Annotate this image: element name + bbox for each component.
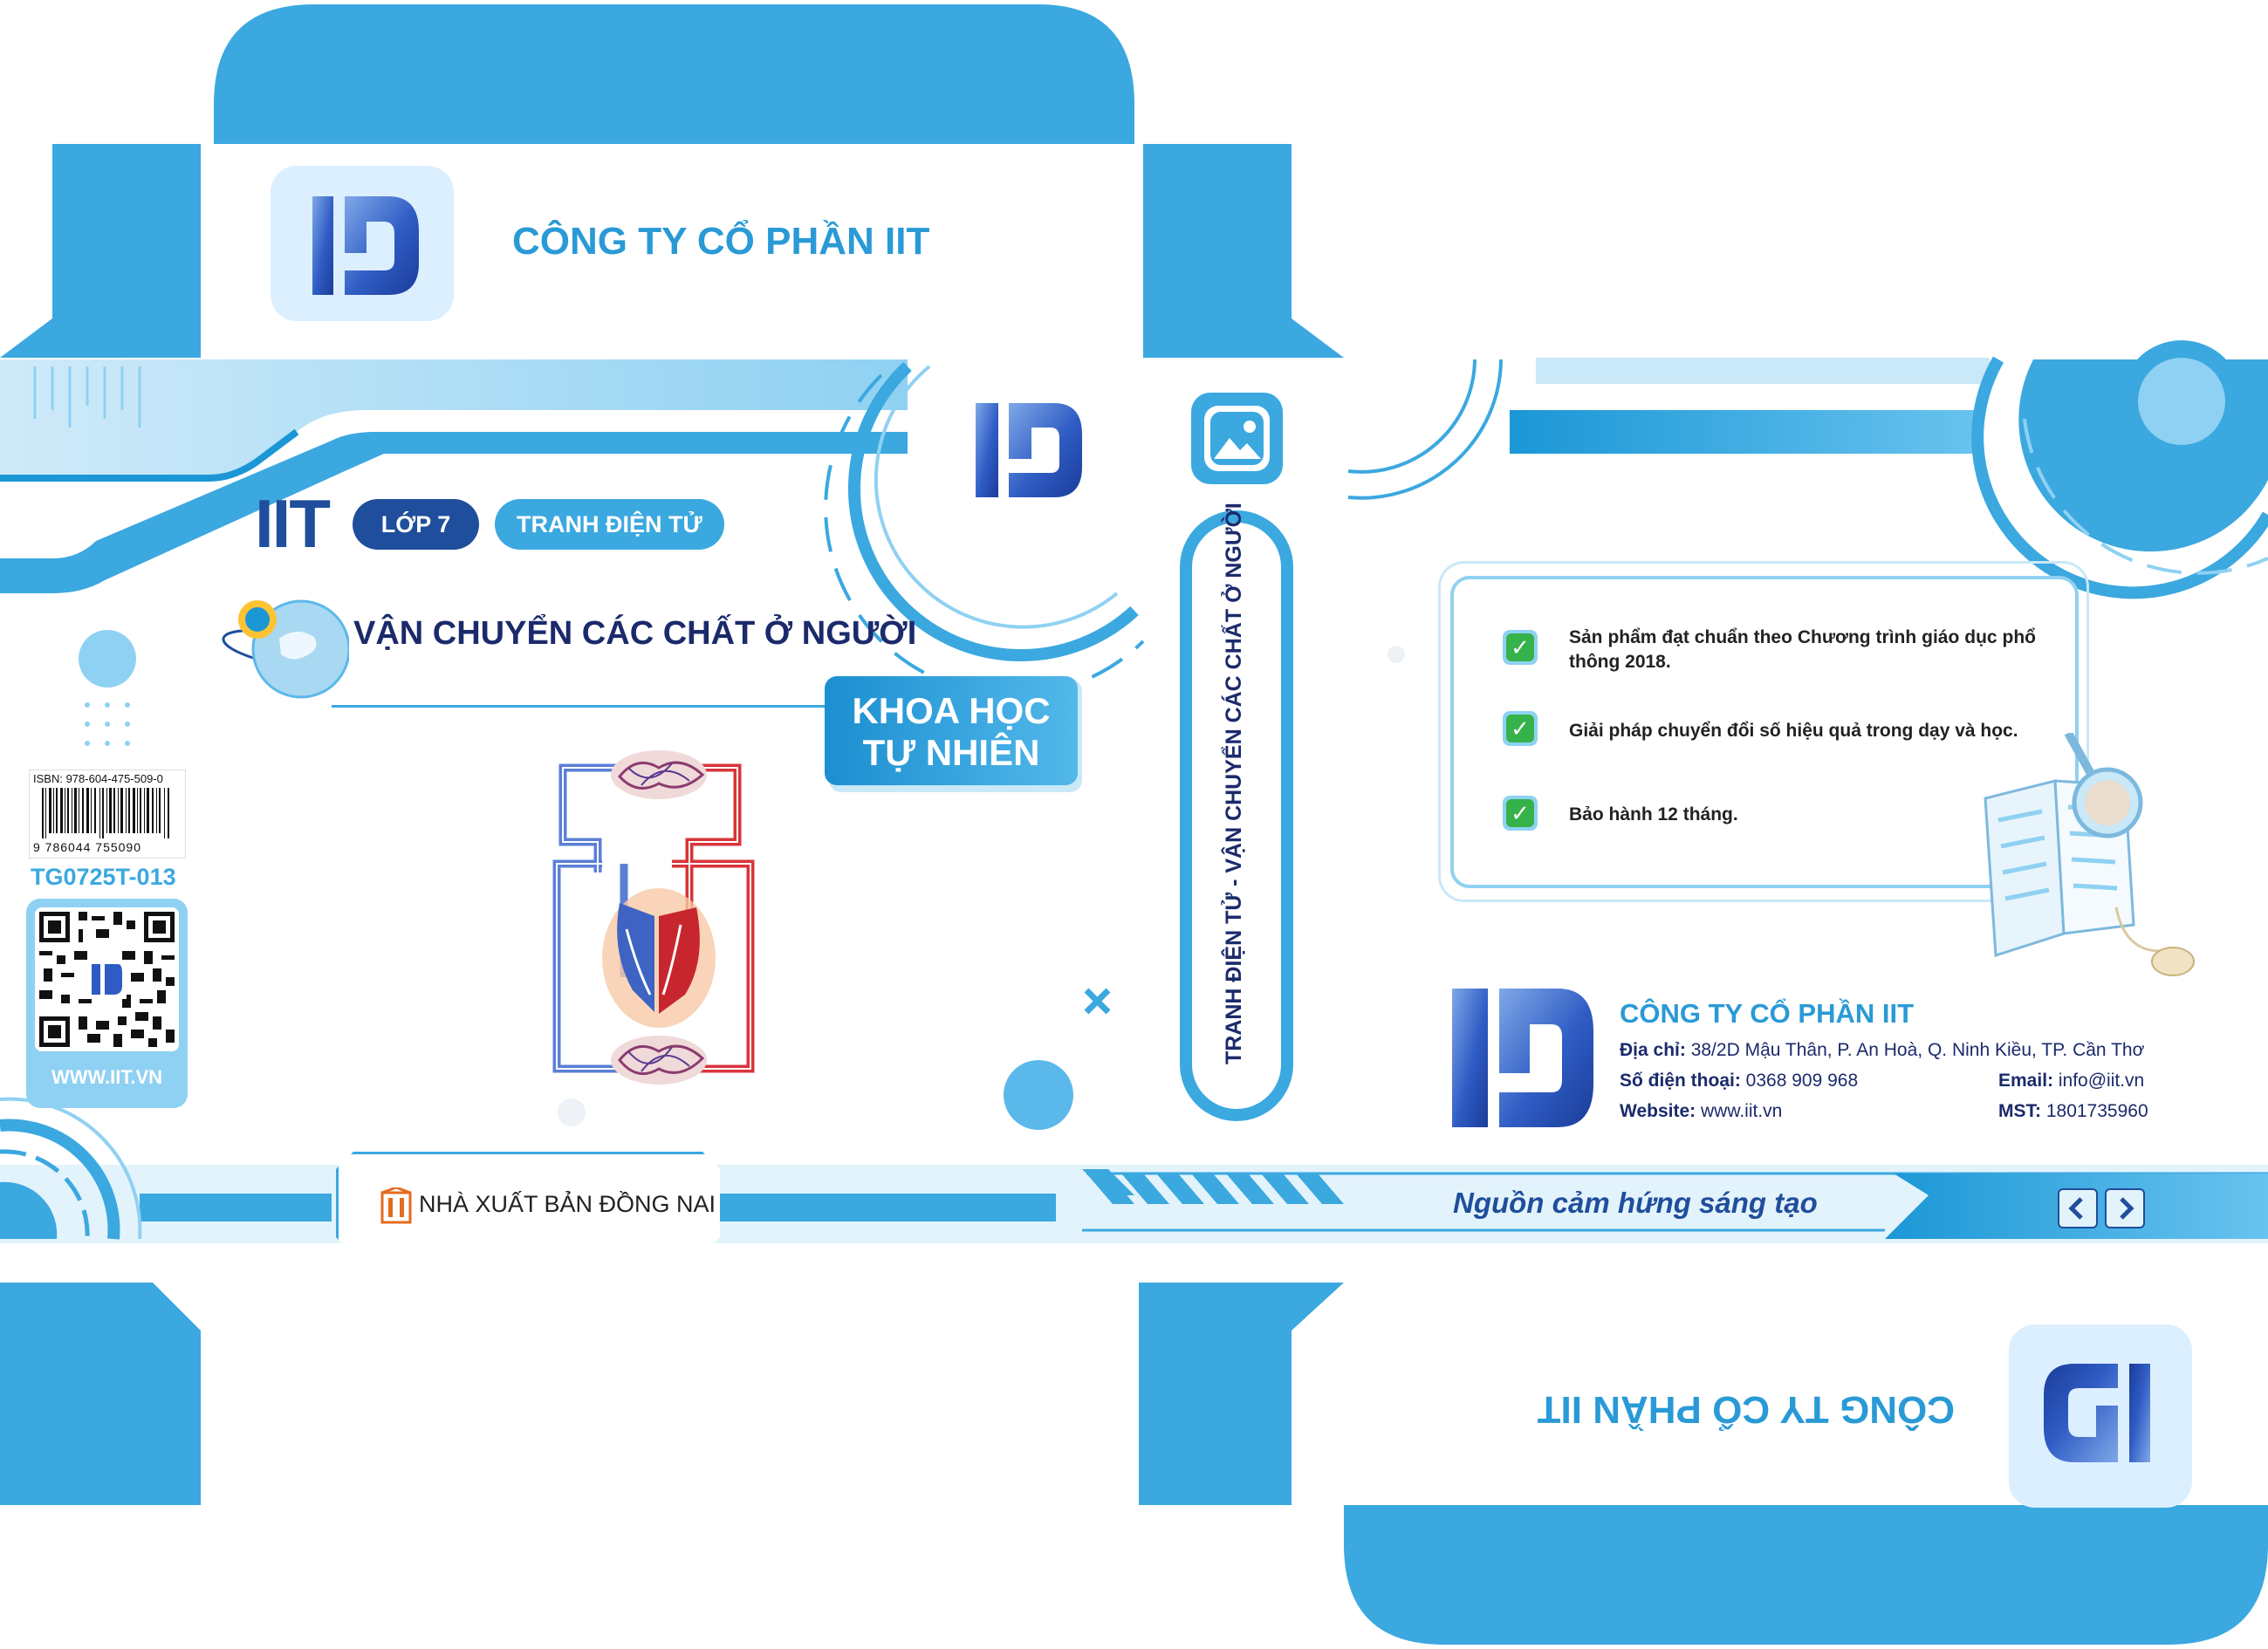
chevron-right-icon bbox=[2120, 1197, 2134, 1220]
type-badge: TRANH ĐIỆN TỬ bbox=[495, 499, 724, 550]
brand-wordmark: IIT bbox=[255, 485, 331, 562]
subject-line-2: TỰ NHIÊN bbox=[862, 732, 1040, 773]
isbn-text: ISBN: 978-604-475-509-0 bbox=[33, 772, 163, 785]
title-underline bbox=[332, 705, 838, 708]
website-label: Website: bbox=[1620, 1101, 1696, 1121]
back-iit-logo-icon bbox=[1452, 989, 1593, 1127]
bottom-dust-flaps bbox=[0, 1283, 1344, 1505]
publisher-badge: NHÀ XUẤT BẢN ĐỒNG NAI bbox=[336, 1152, 720, 1255]
prev-button[interactable] bbox=[2058, 1188, 2098, 1228]
feature-panel bbox=[1450, 576, 2079, 888]
tax-value: 1801735960 bbox=[2045, 1101, 2148, 1121]
spine-text: TRANH ĐIỆN TỬ - VẬN CHUYỂN CÁC CHẤT Ở NG… bbox=[1222, 503, 1246, 1064]
grade-badge: LỚP 7 bbox=[353, 499, 479, 550]
website-value: www.iit.vn bbox=[1700, 1101, 1783, 1121]
barcode-graphic bbox=[42, 788, 169, 838]
back-company-name: CÔNG TY CỔ PHẦN IIT bbox=[1620, 998, 1915, 1029]
phone-value: 0368 909 968 bbox=[1745, 1071, 1859, 1091]
grade-badge-label: LỚP 7 bbox=[380, 511, 451, 537]
top-flap-company-name: CÔNG TY CỔ PHẦN IIT bbox=[512, 220, 930, 263]
slogan: Nguồn cảm hứng sáng tạo bbox=[1453, 1187, 1818, 1219]
check-icon: ✓ bbox=[1503, 630, 1538, 665]
bottom-flap-company-name: CÔNG TY CỔ PHẦN IIT bbox=[1537, 1388, 1955, 1431]
product-code: TG0725T-013 bbox=[31, 864, 176, 890]
front-decorative-circles bbox=[79, 630, 1405, 1130]
spine-label: TRANH ĐIỆN TỬ - VẬN CHUYỂN CÁC CHẤT Ở NG… bbox=[1217, 503, 1252, 1064]
publisher-name: NHÀ XUẤT BẢN ĐỒNG NAI bbox=[419, 1191, 716, 1217]
type-badge-label: TRANH ĐIỆN TỬ bbox=[517, 511, 702, 537]
iit-logo-icon bbox=[312, 196, 419, 295]
bottom-flap-logo bbox=[2009, 1324, 2192, 1508]
heart-circulation-illustration bbox=[552, 750, 755, 1085]
chevron-left-icon bbox=[2068, 1197, 2083, 1220]
subject-box: KHOA HỌC TỰ NHIÊN bbox=[825, 676, 1078, 785]
feature-panel-outer bbox=[1438, 561, 2089, 902]
tax-label: MST: bbox=[1998, 1101, 2041, 1121]
qr-code-icon bbox=[39, 912, 175, 1047]
top-flap-logo bbox=[271, 166, 454, 321]
front-tick-ruler bbox=[33, 366, 141, 428]
feature-item: Giải pháp chuyển đổi số hiệu quả trong d… bbox=[1569, 721, 2018, 741]
next-button[interactable] bbox=[2105, 1188, 2145, 1228]
product-title: VẬN CHUYỂN CÁC CHẤT Ở NGƯỜI bbox=[353, 615, 917, 652]
address-value: 38/2D Mậu Thân, P. An Hoà, Q. Ninh Kiều,… bbox=[1690, 1040, 2145, 1060]
website-row: Website: www.iit.vn bbox=[1620, 1101, 1782, 1122]
phone-row: Số điện thoại: 0368 909 968 bbox=[1620, 1071, 1858, 1091]
top-tuck-flap bbox=[0, 4, 1344, 358]
iit-logo-icon bbox=[2044, 1364, 2150, 1462]
spine-capsule bbox=[1180, 510, 1293, 1121]
check-icon: ✓ bbox=[1503, 711, 1538, 746]
address-label: Địa chỉ: bbox=[1620, 1040, 1686, 1060]
qr-code bbox=[35, 907, 179, 1051]
publisher-logo-icon bbox=[380, 1187, 412, 1224]
email-value: info@iit.vn bbox=[2058, 1071, 2145, 1091]
check-icon: ✓ bbox=[1503, 796, 1538, 831]
spine-image-box bbox=[1191, 393, 1283, 484]
newspaper-illustration bbox=[1984, 733, 2195, 976]
feature-item: Sản phẩm đạt chuẩn theo Chương trình giá… bbox=[1569, 627, 2036, 672]
front-bottom-left-ring bbox=[0, 1097, 142, 1240]
image-icon bbox=[1204, 406, 1270, 471]
barcode-digits: 9 786044 755090 bbox=[33, 840, 141, 854]
front-iit-logo-icon bbox=[976, 403, 1082, 497]
front-top-band bbox=[0, 359, 908, 593]
qr-card: WWW.IIT.VN bbox=[26, 899, 188, 1108]
bottom-tuck-flap bbox=[1344, 1505, 2268, 1645]
website-button[interactable]: WWW.IIT.VN bbox=[51, 1066, 163, 1088]
address-row: Địa chỉ: 38/2D Mậu Thân, P. An Hoà, Q. N… bbox=[1620, 1040, 2144, 1061]
phone-label: Số điện thoại: bbox=[1620, 1071, 1741, 1091]
email-label: Email: bbox=[1998, 1071, 2054, 1091]
email-row: Email: info@iit.vn bbox=[1998, 1071, 2144, 1091]
barcode-box: ISBN: 978-604-475-509-0 9 786044 755090 bbox=[29, 770, 186, 859]
subject-line-1: KHOA HỌC bbox=[852, 690, 1051, 731]
feature-item: Bảo hành 12 tháng. bbox=[1569, 804, 1738, 824]
back-top-band bbox=[1347, 340, 2268, 599]
tax-row: MST: 1801735960 bbox=[1998, 1101, 2148, 1122]
flipped-company-name-wrap: CÔNG TY CỔ PHẦN IIT bbox=[1501, 1379, 1955, 1431]
globe-icon bbox=[222, 599, 349, 699]
